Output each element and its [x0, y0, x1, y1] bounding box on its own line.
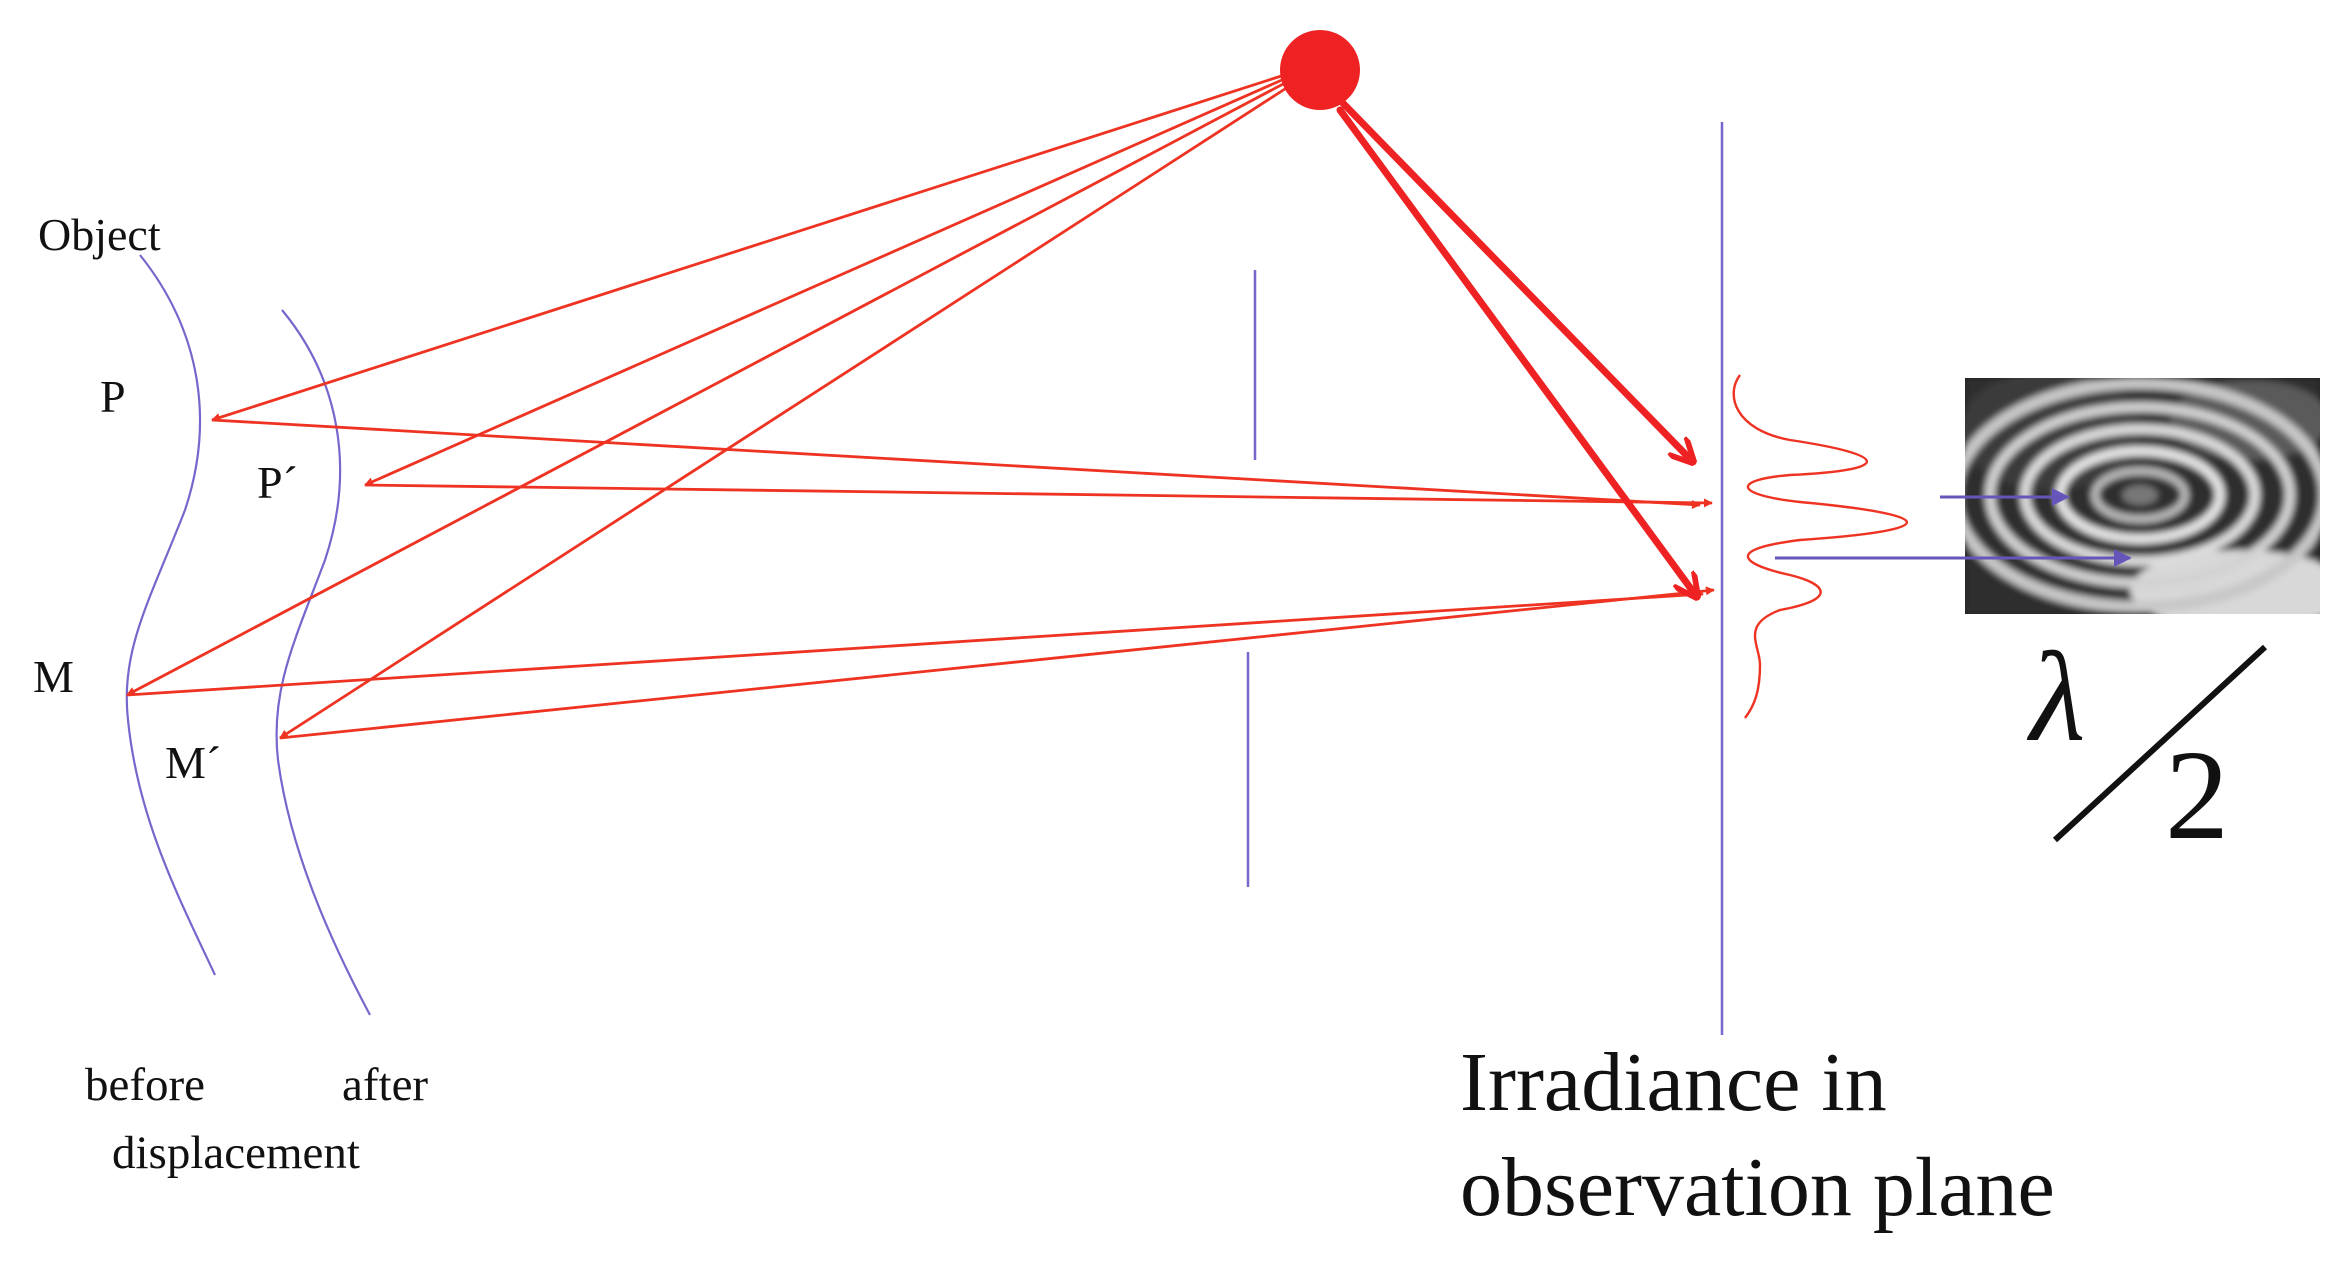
object-surface-after: [275, 309, 371, 1016]
object-label: Object: [38, 209, 161, 260]
point-source-icon: [1280, 30, 1360, 110]
ray-source-to-m-prime: [279, 74, 1306, 740]
ray-p-to-plane: [211, 418, 1701, 510]
illumination-rays: [126, 68, 1306, 740]
point-m-label: M: [33, 651, 74, 702]
ray-source-to-m: [126, 72, 1303, 697]
point-p-label: P: [100, 371, 126, 422]
scattered-rays: [126, 418, 1715, 740]
before-label: before: [85, 1059, 205, 1111]
reference-beam-upper: [1331, 91, 1693, 462]
ray-m-prime-to-plane: [279, 586, 1715, 740]
ray-source-to-p-prime: [364, 70, 1301, 487]
reference-beam-lower: [1336, 106, 1697, 597]
ray-p-prime-to-plane: [364, 483, 1713, 508]
denominator-two: 2: [2165, 724, 2229, 866]
displacement-label: displacement: [112, 1127, 360, 1179]
point-m-prime-label: M´: [165, 737, 221, 788]
irradiance-title-line2: observation plane: [1460, 1141, 2055, 1234]
after-label: after: [342, 1059, 428, 1111]
point-p-prime-label: P´: [257, 457, 298, 508]
object-surface-before: [125, 254, 216, 976]
interference-fringe-image: [1965, 378, 2320, 614]
ray-m-to-plane: [126, 590, 1704, 697]
fraction-slash: [2052, 644, 2268, 843]
reference-beams: [1331, 91, 1697, 597]
irradiance-title-line1: Irradiance in: [1460, 1036, 1887, 1129]
irradiance-profile-curve: [1732, 374, 1909, 719]
lambda-symbol: λ: [2026, 626, 2085, 768]
ray-source-to-p: [211, 68, 1301, 422]
